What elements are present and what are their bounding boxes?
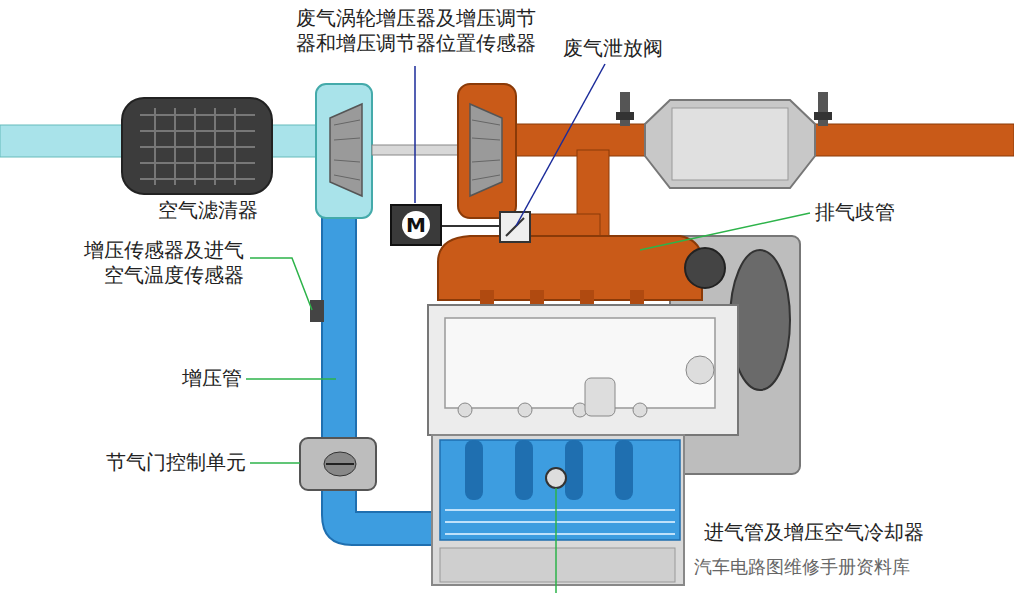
part-label: 节气门控制单元: [80, 450, 246, 475]
part-label: 增压传感器及进气 空气温度传感器: [72, 238, 244, 288]
watermark: 汽车电路图维修手册资料库: [690, 556, 998, 579]
motor-circle: M: [402, 211, 430, 239]
part-label: 废气泄放阀: [553, 36, 673, 61]
part-label: 进气管及增压空气冷却器: [700, 520, 958, 545]
part-label: 排气歧管: [815, 200, 915, 225]
motor-box: M: [390, 204, 442, 246]
part-label: 空气滤清器: [143, 198, 273, 223]
part-label: 增压管: [160, 366, 242, 391]
motor-symbol: M: [406, 215, 426, 235]
part-label: 废气涡轮增压器及增压调节 器和增压调节器位置传感器: [290, 6, 542, 56]
